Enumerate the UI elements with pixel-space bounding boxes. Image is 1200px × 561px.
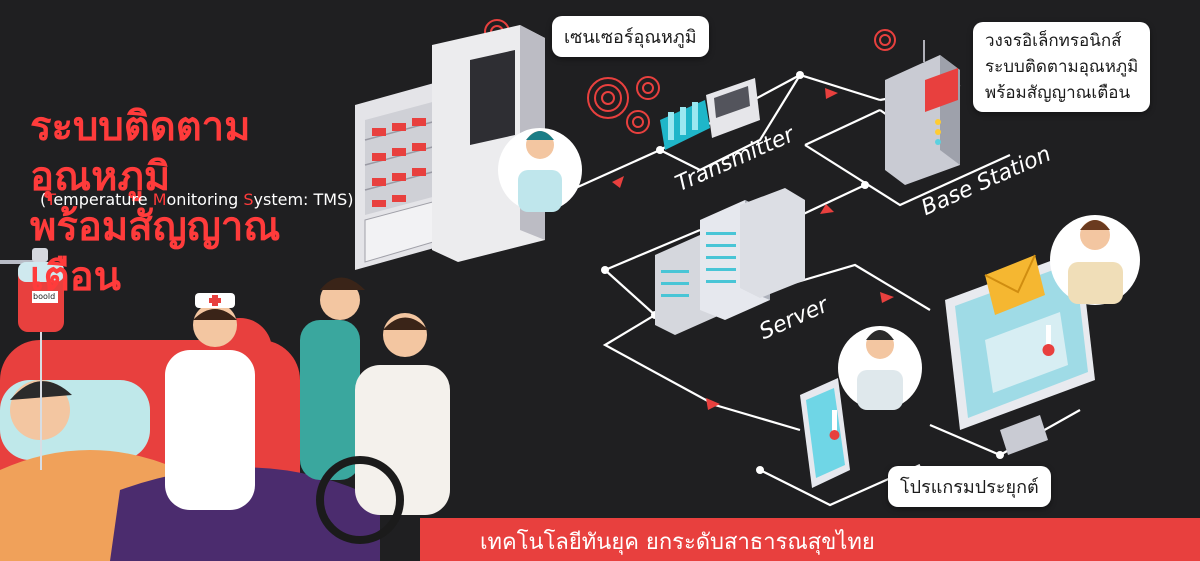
callout-circuit-line-1: วงจรอิเล็กทรอนิกส์: [985, 31, 1122, 51]
blood-bag-label: boold: [33, 292, 56, 301]
subtitle-close-paren: ): [347, 190, 354, 209]
diagram-title: ระบบติดตามอุณหภูมิ พร้อมสัญญาณเตือน: [30, 102, 360, 302]
subtitle-cap-t: T: [46, 190, 54, 209]
subtitle-word-temperature: emperature: [53, 190, 153, 209]
email-envelope-icon: [984, 254, 1045, 315]
base-station-cabinet-icon: [885, 40, 960, 185]
network-nodes: [601, 71, 1004, 474]
subtitle-open-paren: (: [40, 190, 47, 209]
person-avatar-doctor: [838, 326, 922, 410]
transmitter-device-icon: [660, 78, 760, 150]
diagram-subtitle: (Temperature Monitoring System: TMS): [40, 190, 353, 209]
callout-sensor: เซนเซอร์อุณหภูมิ: [552, 16, 709, 57]
server-rack-icon: [655, 188, 805, 335]
person-avatar-lab: [498, 128, 582, 212]
callout-application: โปรแกรมประยุกต์: [888, 466, 1051, 507]
subtitle-word-system: ystem: TMS: [253, 190, 348, 209]
subtitle-word-monitoring: onitoring: [166, 190, 244, 209]
desktop-monitor-icon: [945, 250, 1095, 455]
callout-circuit: วงจรอิเล็กทรอนิกส์ ระบบติดตามอุณหภูมิ พร…: [973, 22, 1151, 112]
smartphone-icon: [800, 378, 850, 488]
hospital-scene-illustration: [0, 277, 450, 561]
title-line-2: พร้อมสัญญาณเตือน: [30, 204, 281, 300]
iv-blood-bag-icon: [0, 248, 64, 470]
callout-circuit-line-2: ระบบติดตามอุณหภูมิ: [985, 57, 1139, 77]
callout-circuit-line-3: พร้อมสัญญาณเตือน: [985, 83, 1131, 103]
bottom-banner: [420, 518, 1200, 561]
flow-arrows: [612, 88, 894, 410]
subtitle-cap-m: M: [152, 190, 167, 209]
title-line-1: ระบบติดตามอุณหภูมิ: [30, 104, 251, 200]
subtitle-cap-s: S: [243, 190, 254, 209]
person-avatar-admin: [1050, 215, 1140, 305]
banner-slogan: เทคโนโลยีทันยุค ยกระดับสาธารณสุขไทย: [480, 530, 875, 555]
